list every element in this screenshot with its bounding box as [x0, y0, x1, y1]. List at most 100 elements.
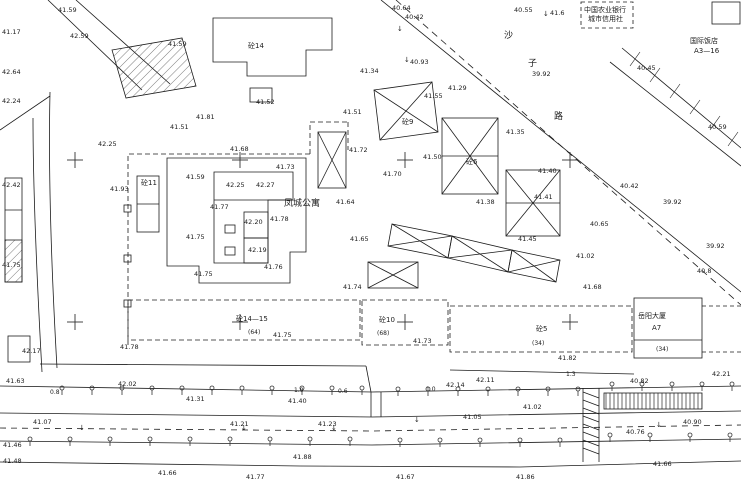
elevation-label: 42.14	[446, 381, 465, 389]
elevation-label: 0.6	[338, 388, 348, 395]
elevation-label: 42.02	[118, 380, 137, 388]
elevation-label: 41.46	[3, 441, 22, 449]
elevation-label: 41.74	[343, 283, 362, 291]
elevation-label: 41.59	[168, 40, 187, 48]
elevation-label: 39.92	[532, 70, 551, 78]
elevation-label: 41.75	[186, 233, 205, 241]
building	[249, 87, 273, 103]
elevation-label: 41.75	[2, 261, 21, 269]
elevation-label: 40.42	[620, 182, 639, 190]
map-text-label: 中国农业银行	[584, 5, 626, 14]
elevation-label: 42.21	[712, 370, 731, 378]
elevation-label: 40.76	[626, 428, 645, 436]
elevation-label: 41.34	[360, 67, 379, 75]
south-strip-building	[361, 299, 449, 346]
lamp-icon	[397, 437, 403, 448]
elevation-label: 42.25	[226, 181, 245, 189]
tower-a7	[633, 297, 703, 359]
building-label: 砼5	[536, 324, 547, 333]
lamp-icon	[239, 385, 245, 396]
hatched-building	[4, 239, 23, 283]
elevation-label: 41.78	[270, 215, 289, 223]
elevation-label: 40.65	[590, 220, 609, 228]
apartment-block	[166, 157, 307, 284]
elevation-label: 41.81	[196, 113, 215, 121]
elevation-label: 41.78	[120, 343, 139, 351]
elevation-label: 40.90	[683, 418, 702, 426]
arrow-symbol: ↓	[414, 416, 420, 424]
arrow-symbol: ↓	[241, 424, 247, 432]
curb-line	[39, 363, 367, 367]
elevation-label: 42.20	[244, 218, 263, 226]
elevation-label: 42.27	[256, 181, 275, 189]
building	[212, 17, 333, 77]
elevation-label: 42.42	[2, 181, 21, 189]
lamp-icon	[359, 385, 365, 396]
building-label: 砼14	[248, 41, 264, 50]
building	[224, 224, 236, 234]
elevation-label: 41.55	[424, 92, 443, 100]
elevation-label: 41.6	[550, 9, 564, 17]
elevation-label: 40.45	[637, 64, 656, 72]
road-edge	[0, 95, 51, 131]
elevation-label: 41.40	[288, 397, 307, 405]
building	[7, 335, 31, 363]
elevation-label: 41.59	[58, 6, 77, 14]
crossing-strip	[582, 388, 600, 462]
elevation-label: 41.77	[246, 473, 265, 480]
lamp-icon	[545, 386, 551, 397]
map-text-label: 国际饭店	[690, 36, 718, 45]
road-edge	[49, 91, 58, 369]
elevation-label: 41.68	[230, 145, 249, 153]
elevation-label: 41.31	[186, 395, 205, 403]
road-edge	[32, 117, 43, 373]
lamp-icon	[607, 432, 613, 443]
elevation-label: (34)	[656, 346, 668, 353]
elevation-label: 1.0	[294, 387, 304, 394]
map-text-label: 路	[554, 110, 563, 122]
lamp-icon	[669, 381, 675, 392]
elevation-label: 41.66	[653, 460, 672, 468]
building-label: A3—16	[694, 47, 720, 55]
elevation-label: 41.40	[538, 167, 557, 175]
arrow-symbol: ↓	[397, 25, 403, 33]
lamp-icon	[329, 385, 335, 396]
south-strip-building	[127, 299, 361, 341]
elevation-label: 42.11	[476, 376, 495, 384]
road-edge	[0, 438, 741, 446]
elevation-label: 41.76	[264, 263, 283, 271]
elevation-label: 41.21	[230, 420, 249, 428]
grid-cross-icon	[561, 151, 579, 169]
elevation-label: 41.75	[194, 270, 213, 278]
grid-cross-icon	[66, 151, 84, 169]
bank-building	[580, 1, 634, 29]
lamp-icon	[687, 432, 693, 443]
building-label: 砼10	[379, 315, 395, 324]
elevation-label: (34)	[532, 340, 544, 347]
elevation-label: 41.17	[2, 28, 21, 36]
map-text-label: 沙	[504, 30, 513, 41]
elevation-label: 41.02	[576, 252, 595, 260]
hatched-building	[111, 37, 197, 99]
map-text-label: 城市信用社	[588, 14, 623, 23]
elevation-label: (68)	[377, 330, 389, 337]
elevation-label: 41.52	[256, 98, 275, 106]
lamp-icon	[485, 386, 491, 397]
grid-cross-icon	[396, 151, 414, 169]
elevation-label: 41.86	[516, 473, 535, 480]
elevation-label: 41.75	[273, 331, 292, 339]
lamp-icon	[149, 385, 155, 396]
lamp-icon	[227, 436, 233, 447]
elevation-label: 0.8	[50, 389, 60, 396]
lamp-icon	[557, 437, 563, 448]
lamp-icon	[179, 385, 185, 396]
elevation-label: 42.19	[248, 246, 267, 254]
building	[711, 1, 741, 25]
curb-line	[449, 369, 635, 375]
arrow-symbol: ↓	[404, 56, 410, 64]
elevation-label: 42.59	[70, 32, 89, 40]
elevation-label: 41.41	[534, 193, 553, 201]
lamp-icon	[267, 436, 273, 447]
